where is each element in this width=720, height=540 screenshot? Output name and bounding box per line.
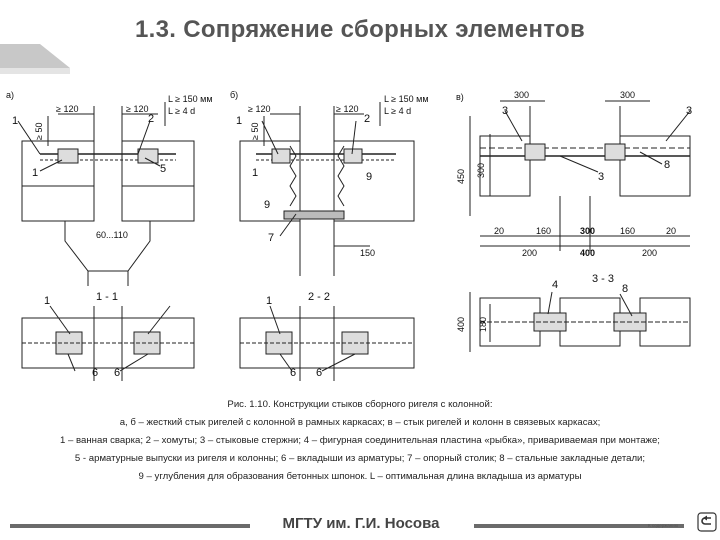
slide-title: 1.3. Сопряжение сборных элементов [135, 16, 585, 43]
panel-b-dim: ≥ 120 [336, 104, 358, 114]
panel-a-section-label: 1 - 1 [96, 291, 118, 303]
caption-line: Рис. 1.10. Конструкции стыков сборного р… [227, 399, 493, 410]
panel-b-callout: 1 [236, 115, 242, 127]
panel-a-label: а) [6, 90, 14, 100]
panel-c-section-callout: 8 [622, 283, 628, 295]
panel-a-callout: 1 [12, 115, 18, 127]
panel-a-length-note: L ≥ 150 мм [168, 94, 213, 104]
panel-b-callout: 9 [264, 199, 270, 211]
panel-a-callout: 2 [148, 113, 154, 125]
panel-a-callout: 1 [32, 167, 38, 179]
panel-b-label: б) [230, 90, 238, 100]
panel-c-dim: 160 [620, 226, 635, 236]
panel-b-section-label: 2 - 2 [308, 291, 330, 303]
panel-a-dim: 60...110 [96, 230, 128, 240]
panel-a-length-note: L ≥ 4 d [168, 106, 195, 116]
corner-decoration [0, 44, 70, 74]
panel-c-callout: 8 [664, 159, 670, 171]
caption-line: 9 – углубления для образования бетонных … [138, 471, 582, 482]
footer-institution: МГТУ им. Г.И. Носова [282, 515, 440, 532]
panel-a-dim: ≥ 120 [126, 104, 148, 114]
panel-c-dim: 200 [522, 248, 537, 258]
panel-c-dim: 160 [536, 226, 551, 236]
panel-b-dim: 150 [360, 248, 375, 258]
panel-a-section-callout: 6 [92, 367, 98, 379]
panel-c-drawing [469, 100, 691, 352]
caption-line: 5 - арматурные выпуски из ригеля и колон… [74, 453, 646, 464]
panel-b-dim: ≥ 50 [250, 123, 260, 140]
panel-b-length-note: L ≥ 150 мм [384, 94, 429, 104]
panel-c-dim: 300 [580, 226, 595, 236]
joint-drawing-figure: а) б) в) ≥ 120 ≥ 120 ≥ 50 60...110 L ≥ 1… [6, 90, 692, 381]
panel-b-callout: 9 [366, 171, 372, 183]
panel-c-dim: 20 [494, 226, 504, 236]
panel-c-dim: 300 [620, 90, 635, 100]
panel-c-dim: 200 [642, 248, 657, 258]
panel-c-section-label: 3 - 3 [592, 273, 614, 285]
panel-a-dim: ≥ 120 [56, 104, 78, 114]
return-link-label[interactable]: К содержанию [648, 523, 679, 528]
panel-c-dim: 300 [514, 90, 529, 100]
panel-c-label: в) [456, 92, 464, 102]
panel-c-section-callout: 4 [552, 279, 558, 291]
panel-b-callout: 1 [252, 167, 258, 179]
panel-b-section-callout: 6 [290, 367, 296, 379]
panel-a-section-callout: 6 [114, 367, 120, 379]
panel-b-callout: 2 [364, 113, 370, 125]
panel-b-callout: 7 [268, 232, 274, 244]
panel-b-section-callout: 1 [266, 295, 272, 307]
panel-c-dim: 180 [478, 317, 488, 332]
panel-a-dim: ≥ 50 [34, 123, 44, 140]
panel-b-drawing [239, 102, 415, 381]
footer-divider-left [10, 524, 250, 528]
panel-c-dim: 450 [456, 169, 466, 184]
panel-a-drawing [17, 102, 195, 381]
panel-c-dim: 300 [476, 163, 486, 178]
caption-line: 1 – ванная сварка; 2 – хомуты; 3 – стыко… [60, 435, 660, 446]
panel-c-dim: 400 [580, 248, 595, 258]
panel-b-section-callout: 6 [316, 367, 322, 379]
return-arrow-icon[interactable] [697, 512, 717, 532]
figure-caption: Рис. 1.10. Конструкции стыков сборного р… [0, 396, 720, 486]
panel-c-callout: 3 [686, 105, 692, 117]
panel-a-callout: 5 [160, 163, 166, 175]
panel-b-dim: ≥ 120 [248, 104, 270, 114]
panel-c-dim: 20 [666, 226, 676, 236]
panel-c-callout: 3 [598, 171, 604, 183]
panel-b-length-note: L ≥ 4 d [384, 106, 411, 116]
footer-divider-right [474, 524, 684, 528]
caption-line: а, б – жесткий стык ригелей с колонной в… [119, 417, 601, 428]
panel-c-dim: 400 [456, 317, 466, 332]
panel-c-callout: 3 [502, 105, 508, 117]
panel-a-section-callout: 1 [44, 295, 50, 307]
